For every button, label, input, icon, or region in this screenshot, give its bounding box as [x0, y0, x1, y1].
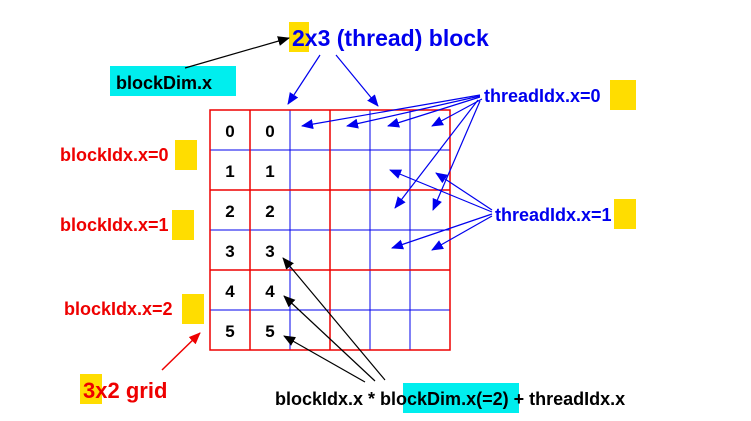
blockdim-highlight: [110, 66, 236, 96]
threadidx0-arrow-4: [431, 98, 483, 127]
threadidx0-arrow-1: [301, 94, 481, 130]
title-arrow-left: [287, 54, 321, 105]
blockidx1-highlight: [172, 210, 194, 240]
cell-row3-col1: 3: [265, 242, 274, 261]
threadidx1-arrow-2: [435, 172, 493, 211]
thread-grid: [209, 109, 451, 351]
cell-row2-col0: 2: [225, 202, 234, 221]
cell-row3-col0: 3: [225, 242, 234, 261]
formula-arrow-to-3: [282, 257, 386, 381]
threadidx1-arrow-3: [391, 213, 493, 250]
blockdim-arrow: [184, 36, 290, 69]
blockidx0-label: blockIdx.x=0: [60, 145, 169, 165]
blockidx2-label: blockIdx.x=2: [64, 299, 173, 319]
block-grid-red-lines: [209, 109, 451, 351]
blockidx0-highlight: [175, 140, 197, 170]
blockidx2-highlight: [182, 294, 204, 324]
cell-values: 0 0 1 1 2 2 3 3 4 4 5 5: [225, 122, 275, 341]
cell-row0-col1: 0: [265, 122, 274, 141]
cell-row2-col1: 2: [265, 202, 274, 221]
formula-arrow-to-5: [283, 335, 366, 383]
formula-highlight: [403, 383, 519, 413]
title-arrow-right: [335, 54, 379, 107]
threadidx0-label: threadIdx.x=0: [484, 86, 601, 106]
highlights: [80, 22, 636, 413]
title-highlight: [289, 22, 309, 52]
cell-row5-col0: 5: [225, 322, 234, 341]
threadidx1-arrow-1: [389, 169, 493, 213]
threadidx1-highlight: [614, 199, 636, 229]
grid-label: 3x2 grid: [83, 378, 167, 403]
cell-row4-col0: 4: [225, 282, 235, 301]
threadidx0-arrow-3: [387, 96, 481, 128]
blockdim-label: blockDim.x: [116, 73, 212, 93]
block-title: 2x3 (thread) block: [292, 25, 489, 51]
arrows: [161, 36, 493, 383]
grid-arrow: [161, 332, 201, 371]
cell-row1-col1: 1: [265, 162, 274, 181]
cell-row1-col0: 1: [225, 162, 234, 181]
threadidx0-arrow-5: [394, 99, 479, 209]
block-title-highlight-digit: 2: [292, 25, 305, 51]
formula-arrow-to-4: [283, 295, 376, 382]
block-title-rest: x3 (thread) block: [305, 25, 489, 51]
cell-row0-col0: 0: [225, 122, 234, 141]
threadidx1-label: threadIdx.x=1: [495, 205, 612, 225]
cell-row5-col1: 5: [265, 322, 274, 341]
threadidx0-highlight: [610, 80, 636, 110]
blockidx1-label: blockIdx.x=1: [60, 215, 169, 235]
cell-row4-col1: 4: [265, 282, 275, 301]
threadidx0-arrow-2: [346, 95, 481, 129]
threadidx1-arrow-4: [431, 215, 493, 251]
threadidx0-arrow-6: [432, 100, 481, 211]
formula-text: blockIdx.x * blockDim.x(=2) + threadIdx.…: [275, 389, 625, 409]
grid-highlight: [80, 374, 102, 404]
